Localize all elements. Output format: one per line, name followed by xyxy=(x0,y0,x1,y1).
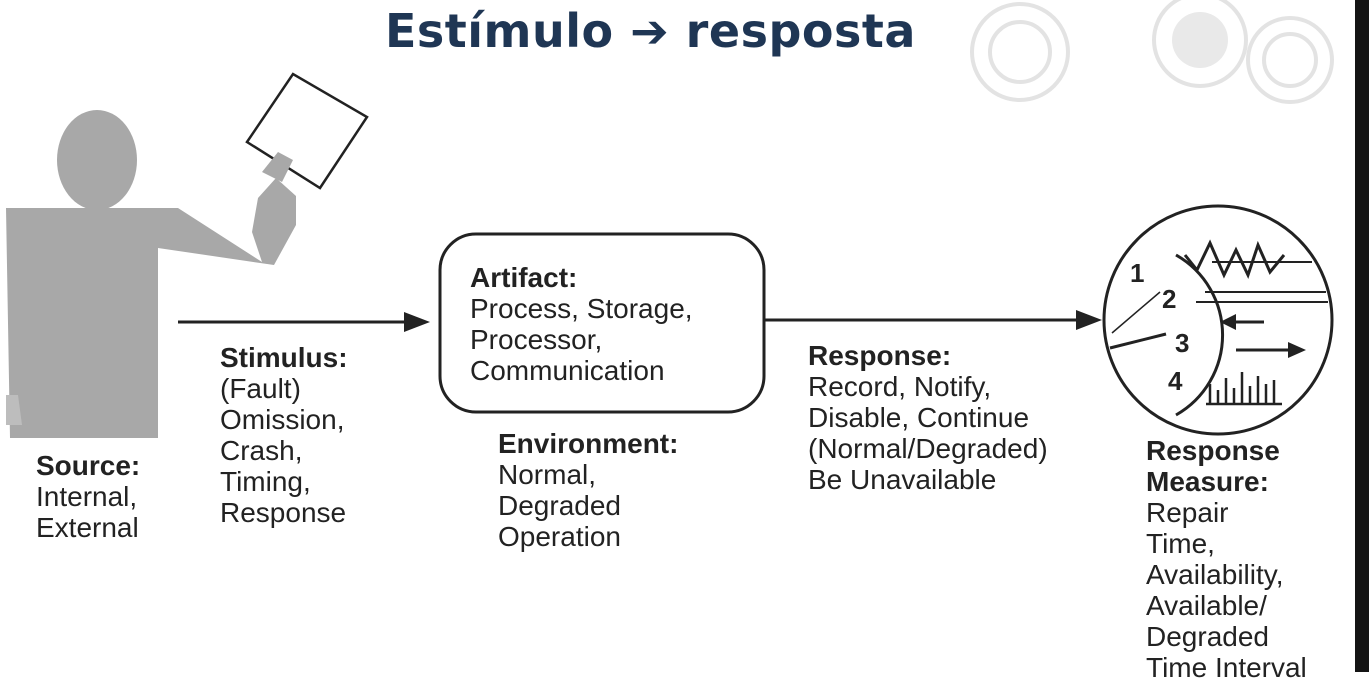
page-title: Estímulo ➔ resposta xyxy=(385,4,916,58)
response-line: Be Unavailable xyxy=(808,464,997,495)
paper-sheet-icon xyxy=(245,72,369,190)
response-measure-line: Repair xyxy=(1146,497,1229,528)
window-edge xyxy=(1355,0,1369,672)
response-measure-line: Available/ xyxy=(1146,590,1267,621)
source-line: External xyxy=(36,512,139,543)
response-measure-line: Time Interval xyxy=(1146,652,1307,683)
environment-line: Degraded xyxy=(498,490,621,521)
response-line: Record, Notify, xyxy=(808,371,992,402)
stimulus-text: Stimulus: (Fault) Omission, Crash, Timin… xyxy=(220,342,348,528)
response-label: Response: xyxy=(808,340,952,371)
response-measure-gauge-icon xyxy=(1102,204,1334,436)
gauge-number-2: 2 xyxy=(1162,284,1176,314)
stimulus-line: Omission, xyxy=(220,404,345,435)
response-measure-line: Time, xyxy=(1146,528,1215,559)
stimulus-line: Timing, xyxy=(220,466,311,497)
environment-text: Environment: Normal, Degraded Operation xyxy=(498,428,678,552)
response-measure-line: Availability, xyxy=(1146,559,1284,590)
artifact-label: Artifact: xyxy=(470,262,578,293)
environment-line: Normal, xyxy=(498,459,597,490)
environment-label: Environment: xyxy=(498,428,679,459)
stimulus-line: (Fault) xyxy=(220,373,301,404)
response-measure-text: Response Measure: Repair Time, Availabil… xyxy=(1146,435,1307,683)
stimulus-label: Stimulus: xyxy=(220,342,348,373)
source-text: Source: Internal, External xyxy=(36,450,140,543)
response-line: (Normal/Degraded) xyxy=(808,433,1048,464)
stimulus-arrow xyxy=(178,312,430,332)
gauge-number-4: 4 xyxy=(1168,366,1183,396)
stimulus-line: Response xyxy=(220,497,347,528)
source-person-icon xyxy=(6,110,296,438)
environment-line: Operation xyxy=(498,521,621,552)
artifact-line: Communication xyxy=(470,355,665,386)
response-measure-label: Response xyxy=(1146,435,1280,466)
background-rings xyxy=(970,0,1334,104)
response-arrow xyxy=(764,310,1102,330)
artifact-line: Processor, xyxy=(470,324,603,355)
response-measure-line: Degraded xyxy=(1146,621,1269,652)
artifact-line: Process, Storage, xyxy=(470,293,693,324)
response-measure-label: Measure: xyxy=(1146,466,1269,497)
artifact-box xyxy=(438,232,766,414)
gauge-number-1: 1 xyxy=(1130,258,1144,288)
source-line: Internal, xyxy=(36,481,138,512)
response-line: Disable, Continue xyxy=(808,402,1030,433)
response-text: Response: Record, Notify, Disable, Conti… xyxy=(808,340,1048,495)
artifact-text: Artifact: Process, Storage, Processor, C… xyxy=(470,262,693,386)
gauge-number-3: 3 xyxy=(1175,328,1189,358)
source-label: Source: xyxy=(36,450,141,481)
stimulus-line: Crash, xyxy=(220,435,303,466)
